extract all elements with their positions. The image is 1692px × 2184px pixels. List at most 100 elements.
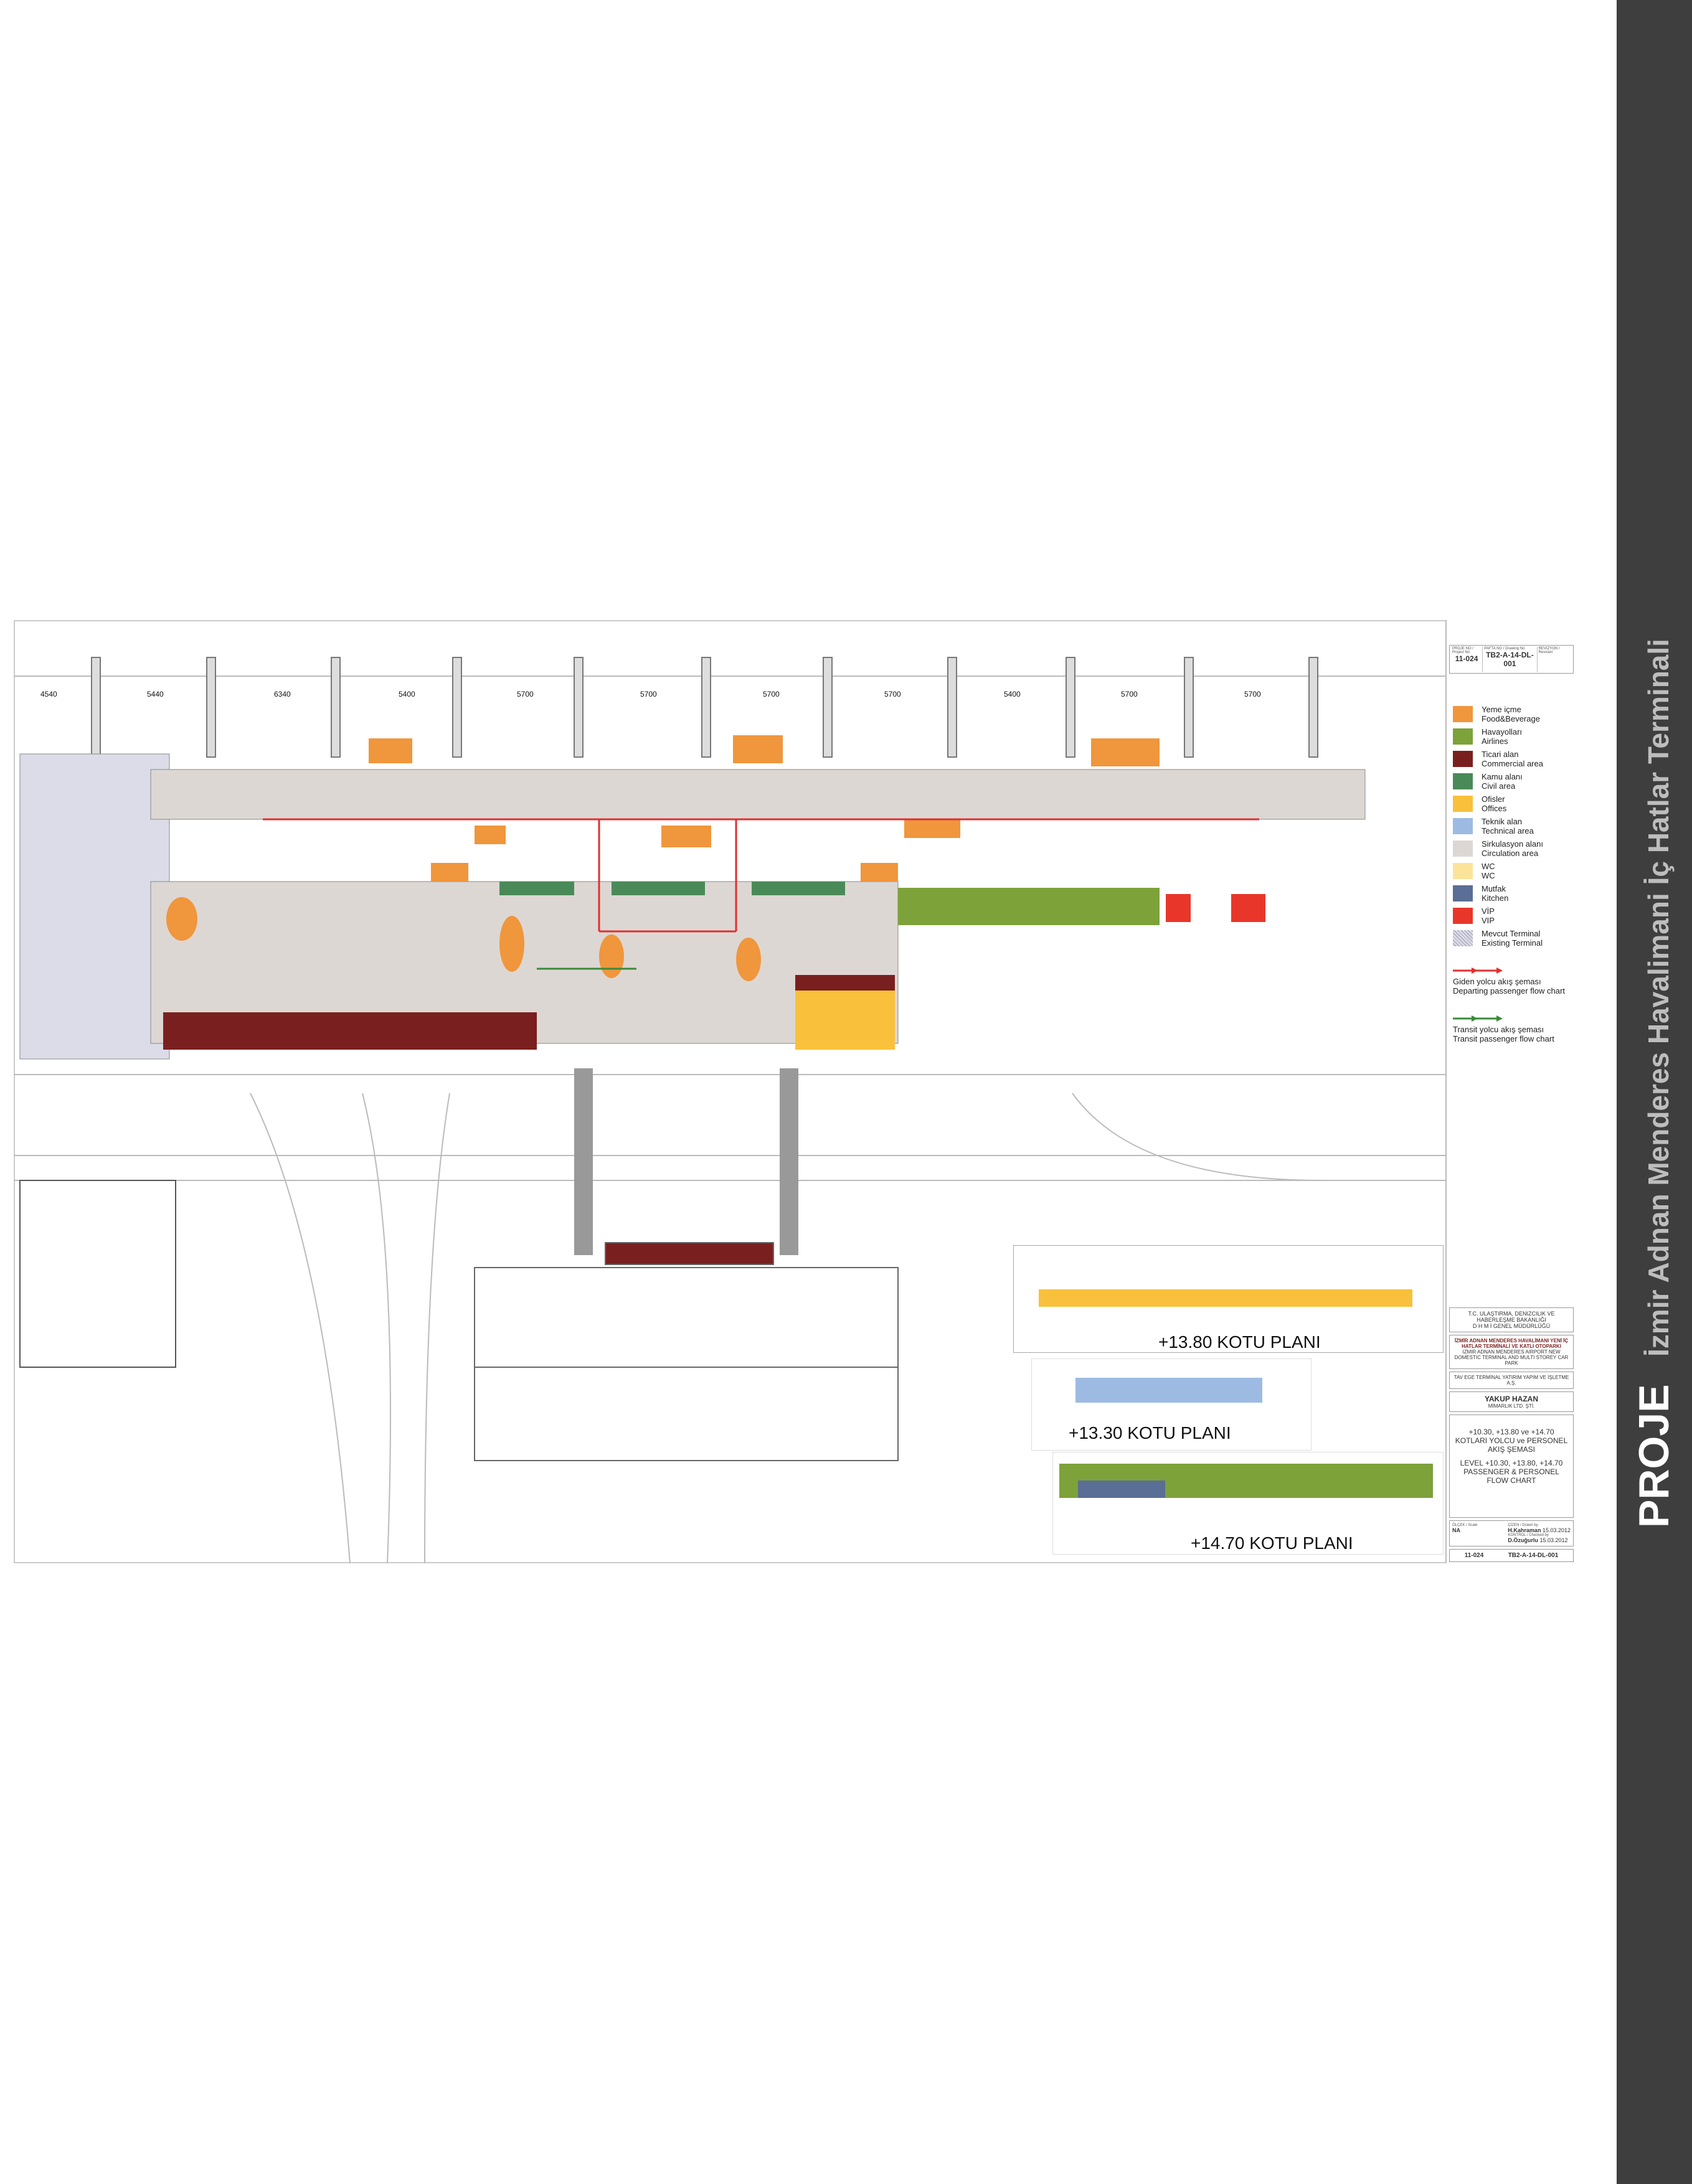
inset-label: +13.80 KOTU PLANI — [1158, 1332, 1321, 1352]
drawing-no-label: PAFTA NO / Drawing No — [1484, 647, 1525, 651]
legend-label-tr: Ticari alan — [1482, 750, 1519, 759]
ministry-box: T.C. ULAŞTIRMA, DENIZCILIK VE HABERLEŞME… — [1449, 1307, 1574, 1332]
legend-swatch — [1453, 751, 1473, 767]
drawn-label: ÇİZEN / Drawn by — [1508, 1523, 1538, 1527]
title-block: T.C. ULAŞTIRMA, DENIZCILIK VE HABERLEŞME… — [1447, 1305, 1576, 1565]
legend-label-tr: Ofisler — [1482, 794, 1505, 804]
jet-bridges — [91, 657, 1318, 758]
sidebar: PROJE İzmir Adnan Menderes Havalimani İç… — [1617, 0, 1692, 2184]
project-title-tr: İZMİR ADNAN MENDERES HAVALİMANI YENİ İÇ … — [1454, 1338, 1569, 1349]
drawn-date: 15.03.2012 — [1542, 1527, 1571, 1533]
revision-label: REVIZYON / Revision — [1538, 647, 1560, 654]
legend-label-en: WC — [1482, 871, 1495, 880]
legend-swatch — [1453, 773, 1473, 789]
legend-swatch — [1453, 908, 1473, 924]
legend-label-en: Food&Beverage — [1482, 714, 1540, 723]
inset-plan-13-80 — [1013, 1245, 1444, 1353]
legend-label-en: Technical area — [1482, 826, 1534, 835]
legend-swatch — [1453, 728, 1473, 745]
dimension-label: 5700 — [884, 690, 901, 699]
checked-label: KONTROL / Checked by — [1508, 1533, 1549, 1537]
legend-label-tr: VİP — [1482, 906, 1495, 916]
header-revision-cell: REVIZYON / Revision — [1538, 647, 1572, 672]
sidebar-prefix: PROJE — [1630, 1384, 1678, 1528]
dimension-label: 5700 — [517, 690, 534, 699]
legend-label-en: Airlines — [1482, 737, 1508, 746]
legend-label-en: Kitchen — [1482, 893, 1509, 903]
legend-label-tr: Teknik alan — [1482, 817, 1523, 826]
legend-label-tr: Mutfak — [1482, 884, 1506, 893]
dimension-label: 6340 — [274, 690, 291, 699]
legend-label-en: Commercial area — [1482, 759, 1543, 768]
checked-date: 15.03.2012 — [1539, 1537, 1568, 1543]
dimension-label: 5700 — [640, 690, 657, 699]
inset-plan-14-70 — [1052, 1452, 1444, 1555]
legend-label-en: Civil area — [1482, 781, 1516, 791]
flow-label-tr: Giden yolcu akış şeması — [1453, 977, 1541, 986]
car-park-left — [19, 1180, 176, 1368]
checked-by: D.Özuğurlu — [1508, 1537, 1538, 1543]
header-project-cell: PROJE NO / Project No 11-024 — [1451, 647, 1483, 672]
lessee: TAV EGE TERMİNAL YATIRIM YAPIM VE İŞLETM… — [1449, 1372, 1574, 1389]
scale: NA — [1452, 1527, 1460, 1533]
flow-label-en: Transit passenger flow chart — [1453, 1034, 1554, 1043]
project-box: İZMİR ADNAN MENDERES HAVALİMANI YENİ İÇ … — [1449, 1335, 1574, 1369]
dimension-label: 5440 — [147, 690, 164, 699]
architect-sub: MİMARLIK LTD. ŞTİ. — [1488, 1403, 1535, 1409]
drawing-title-tr: +10.30, +13.80 ve +14.70 KOTLARI YOLCU v… — [1455, 1428, 1568, 1454]
flow-arrow-icon — [1453, 1015, 1503, 1022]
multi-storey-car-park — [474, 1242, 899, 1461]
sidebar-project-title: İzmir Adnan Menderes Havalimani İç Hatla… — [1642, 639, 1675, 1357]
drawing-title-en: LEVEL +10.30, +13.80, +14.70 PASSENGER &… — [1460, 1459, 1563, 1485]
dimension-label: 5400 — [399, 690, 415, 699]
scale-label: ÖLÇEK / Scale — [1452, 1523, 1478, 1527]
legend-label-tr: Havayolları — [1482, 727, 1523, 737]
legend-label-en: VIP — [1482, 916, 1495, 925]
header-drawing-cell: PAFTA NO / Drawing No TB2-A-14-DL-001 — [1483, 647, 1538, 672]
legend-swatch — [1453, 706, 1473, 722]
ministry: T.C. ULAŞTIRMA, DENIZCILIK VE HABERLEŞME… — [1468, 1311, 1555, 1323]
drawing-title-box: +10.30, +13.80 ve +14.70 KOTLARI YOLCU v… — [1449, 1414, 1574, 1518]
directorate: D H M İ GENEL MÜDÜRLÜĞÜ — [1472, 1323, 1551, 1329]
legend-label-en: Circulation area — [1482, 849, 1539, 858]
inset-label: +13.30 KOTU PLANI — [1069, 1423, 1231, 1443]
legend-swatch — [1453, 930, 1473, 946]
existing-terminal — [19, 753, 170, 1060]
legend-label-en: Existing Terminal — [1482, 938, 1543, 948]
legend-label-tr: Yeme içme — [1482, 705, 1521, 714]
floor-plan-drawing — [14, 657, 1445, 1563]
legend-swatch — [1453, 840, 1473, 857]
flow-arrow-icon — [1453, 967, 1503, 974]
dimension-label: 5700 — [763, 690, 780, 699]
legend-label-en: Offices — [1482, 804, 1507, 813]
food-beverage-areas — [166, 735, 1160, 981]
footer-project-no: 11-024 — [1464, 1552, 1484, 1559]
legend-label-tr: Sirkulasyon alanı — [1482, 839, 1543, 849]
